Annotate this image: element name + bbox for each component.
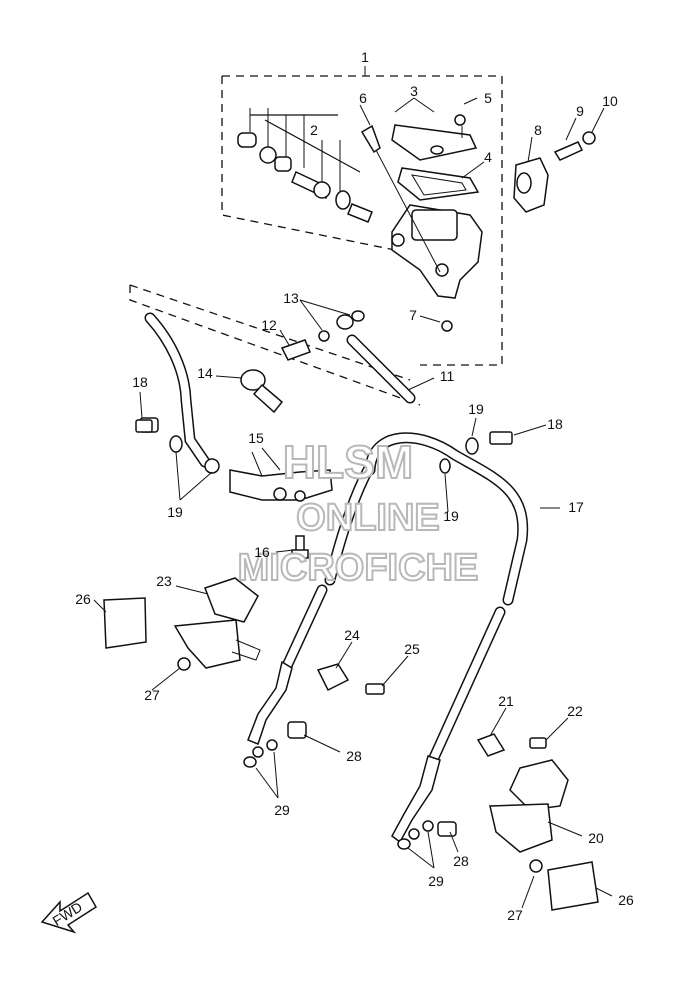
callout-5: 5 xyxy=(484,90,492,106)
watermark-line-1: HLSM xyxy=(283,436,413,488)
callout-14: 14 xyxy=(197,365,213,381)
right-lower-line xyxy=(391,606,547,850)
callout-28-left: 28 xyxy=(346,748,362,764)
callout-25: 25 xyxy=(404,641,420,657)
callout-17: 17 xyxy=(568,499,584,515)
callout-18-left: 18 xyxy=(132,374,148,390)
callout-23: 23 xyxy=(156,573,172,589)
left-caliper-bracket xyxy=(103,577,261,671)
callout-21: 21 xyxy=(498,693,514,709)
right-caliper-bracket xyxy=(489,759,599,911)
fwd-arrow: FWD xyxy=(40,891,98,934)
callout-27-left: 27 xyxy=(144,687,160,703)
callout-9: 9 xyxy=(576,103,584,119)
callout-26-left: 26 xyxy=(75,591,91,607)
callout-26-right: 26 xyxy=(618,892,634,908)
joint-block xyxy=(229,451,333,502)
clamp-holder xyxy=(513,131,596,213)
leader-lines xyxy=(93,97,613,909)
callout-3: 3 xyxy=(410,83,418,99)
union-bolts xyxy=(135,419,513,474)
callout-11: 11 xyxy=(440,368,455,384)
callout-2: 2 xyxy=(310,122,318,138)
reservoir-cap xyxy=(391,114,480,201)
callout-27-right: 27 xyxy=(507,907,523,923)
callout-20: 20 xyxy=(588,830,604,846)
callout-10: 10 xyxy=(602,93,618,109)
callout-6: 6 xyxy=(359,90,367,106)
banjo-fitting xyxy=(240,369,284,414)
callout-19-mid: 19 xyxy=(443,508,459,524)
callout-18-right: 18 xyxy=(547,416,563,432)
assembly-boundary xyxy=(221,66,503,366)
brake-hose-upper xyxy=(129,284,421,406)
callout-28-right: 28 xyxy=(453,853,469,869)
callout-29-right: 29 xyxy=(428,873,444,889)
watermark-line-2: ONLINE xyxy=(296,497,440,539)
brake-hose-17 xyxy=(324,432,529,606)
left-brake-hose xyxy=(139,312,220,474)
callout-24: 24 xyxy=(344,627,360,643)
bolt-16 xyxy=(291,535,309,559)
callout-15: 15 xyxy=(248,430,264,446)
master-cylinder-body xyxy=(360,124,483,332)
callout-12: 12 xyxy=(261,317,277,333)
callout-4: 4 xyxy=(484,149,492,165)
piston-kit xyxy=(237,108,373,223)
callout-13: 13 xyxy=(283,290,299,306)
callout-7: 7 xyxy=(409,307,417,323)
callout-8: 8 xyxy=(534,122,542,138)
callout-1: 1 xyxy=(361,49,369,65)
callout-19-left: 19 xyxy=(167,504,183,520)
left-lower-line xyxy=(243,584,385,768)
callout-22: 22 xyxy=(567,703,583,719)
callout-labels: 1 2 3 4 5 6 7 8 9 10 11 12 13 14 15 16 1… xyxy=(75,49,634,923)
watermark: HLSM ONLINE MICROFICHE xyxy=(237,435,480,590)
callout-16: 16 xyxy=(254,544,270,560)
callout-29-left: 29 xyxy=(274,802,290,818)
watermark-line-3: MICROFICHE xyxy=(238,547,479,589)
callout-19-top: 19 xyxy=(468,401,484,417)
